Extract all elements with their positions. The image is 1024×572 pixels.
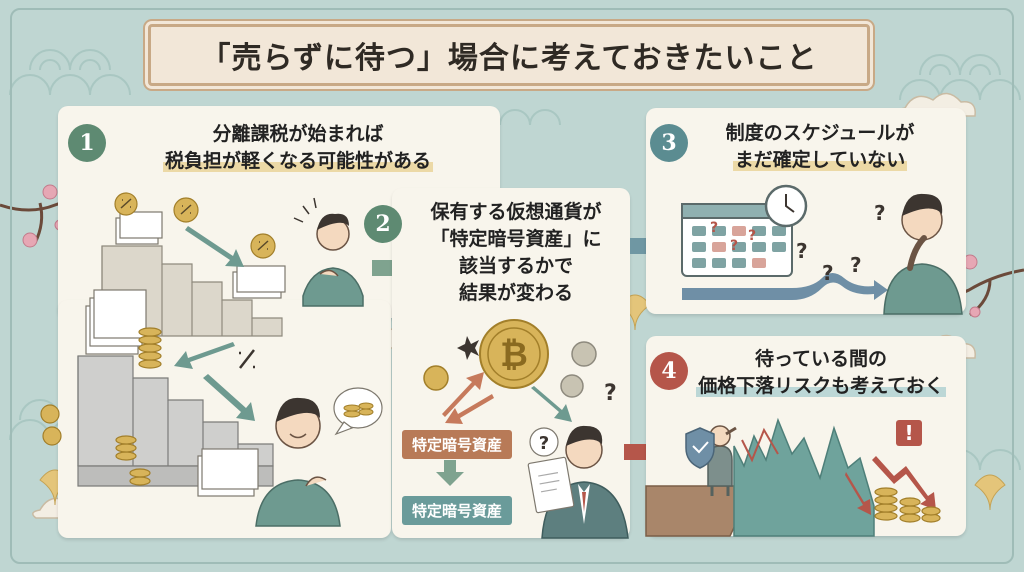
svg-text:?: ? bbox=[850, 253, 862, 277]
orange-arrow-icon bbox=[442, 372, 484, 417]
svg-text:?: ? bbox=[730, 238, 738, 254]
price-drop-chart-icon bbox=[733, 417, 875, 537]
section-1-number-badge: 1 bbox=[68, 124, 106, 162]
person-smiling-icon bbox=[255, 397, 341, 527]
question-mark-icon: ? bbox=[604, 381, 617, 406]
section-3-title-line-2: まだ確定していない bbox=[732, 149, 908, 171]
page-title: 「売らずに待つ」場合に考えておきたいこと bbox=[200, 41, 818, 76]
svg-text:?: ? bbox=[748, 228, 756, 244]
section-2-title-line-4: 結果が変わる bbox=[458, 282, 573, 304]
clock-icon bbox=[764, 184, 808, 228]
section-3-title: 制度のスケジュールが まだ確定していない bbox=[690, 120, 950, 174]
section-4-illustration: ! bbox=[645, 417, 941, 537]
speech-bubble-coins-icon bbox=[333, 387, 383, 436]
document-stack-icon bbox=[115, 211, 286, 299]
section-2-number-badge: 2 bbox=[364, 205, 402, 243]
section-2-title-line-1: 保有する仮想通貨が bbox=[430, 201, 602, 223]
down-trend-arrow-icon bbox=[872, 456, 936, 510]
question-marks: ???? bbox=[796, 201, 886, 285]
section-1-title-line-1: 分離課税が始まれば bbox=[212, 123, 384, 145]
section-1-title-line-2: 税負担が軽くなる可能性がある bbox=[162, 150, 433, 172]
section-4-number-badge: 4 bbox=[650, 352, 688, 390]
section-2-title-line-3: 該当するかで bbox=[458, 255, 573, 277]
calendar-icon: ??? bbox=[681, 203, 793, 277]
section-1-title: 分離課税が始まれば 税負担が軽くなる可能性がある bbox=[108, 121, 488, 175]
sparkle-icon bbox=[457, 336, 479, 360]
svg-text:?: ? bbox=[874, 201, 886, 225]
question-bubble-icon: ? bbox=[529, 427, 559, 457]
cliff-icon bbox=[645, 485, 746, 537]
section-4-title-line-2: 価格下落リスクも考えておく bbox=[696, 375, 946, 397]
section-2-title: 保有する仮想通貨が 「特定暗号資産」に 該当するかで 結果が変わる bbox=[410, 199, 622, 307]
svg-text:?: ? bbox=[710, 220, 718, 236]
flow-down-arrow-icon bbox=[436, 460, 464, 486]
coin-stack-icon bbox=[40, 327, 162, 486]
tag-specified-crypto-asset-result: 特定暗号資産 bbox=[402, 496, 513, 525]
section-3-title-line-1: 制度のスケジュールが bbox=[725, 122, 915, 144]
shield-icon bbox=[685, 427, 715, 469]
falling-coins-icon bbox=[874, 487, 941, 523]
section-4-title: 待っている間の 価格下落リスクも考えておく bbox=[684, 346, 958, 400]
section-2-illustration: ₿ ? ? bbox=[423, 319, 629, 539]
svg-text:?: ? bbox=[822, 261, 834, 285]
bitcoin-coin-icon: ₿ bbox=[479, 319, 549, 389]
section-1-illustration bbox=[40, 192, 383, 527]
person-wondering-icon bbox=[883, 193, 963, 315]
svg-text:?: ? bbox=[539, 433, 549, 454]
tag-specified-crypto-asset: 特定暗号資産 bbox=[402, 430, 513, 459]
section-2-title-line-2: 「特定暗号資産」に bbox=[430, 228, 602, 250]
svg-text:₿: ₿ bbox=[500, 335, 528, 375]
sparkle-lines bbox=[293, 197, 317, 223]
down-arrow-icon bbox=[185, 226, 244, 267]
section-3-number-badge: 3 bbox=[650, 124, 688, 162]
section-4-title-line-1: 待っている間の bbox=[754, 348, 888, 370]
person-businessman-icon bbox=[527, 425, 629, 539]
teal-arrow-icon bbox=[531, 386, 572, 422]
wavy-timeline-arrow-icon bbox=[682, 273, 888, 300]
svg-text:?: ? bbox=[796, 239, 808, 263]
title-banner: 「売らずに待つ」場合に考えておきたいこと bbox=[148, 24, 870, 86]
svg-text:!: ! bbox=[904, 421, 913, 445]
altcoin-icon bbox=[423, 341, 597, 398]
person-looking-icon bbox=[707, 425, 737, 496]
outer-frame bbox=[10, 8, 1014, 564]
person-thinking-icon bbox=[302, 213, 364, 307]
warning-sign-icon: ! bbox=[896, 420, 922, 446]
section-3-illustration: ??? ???? bbox=[681, 184, 963, 315]
